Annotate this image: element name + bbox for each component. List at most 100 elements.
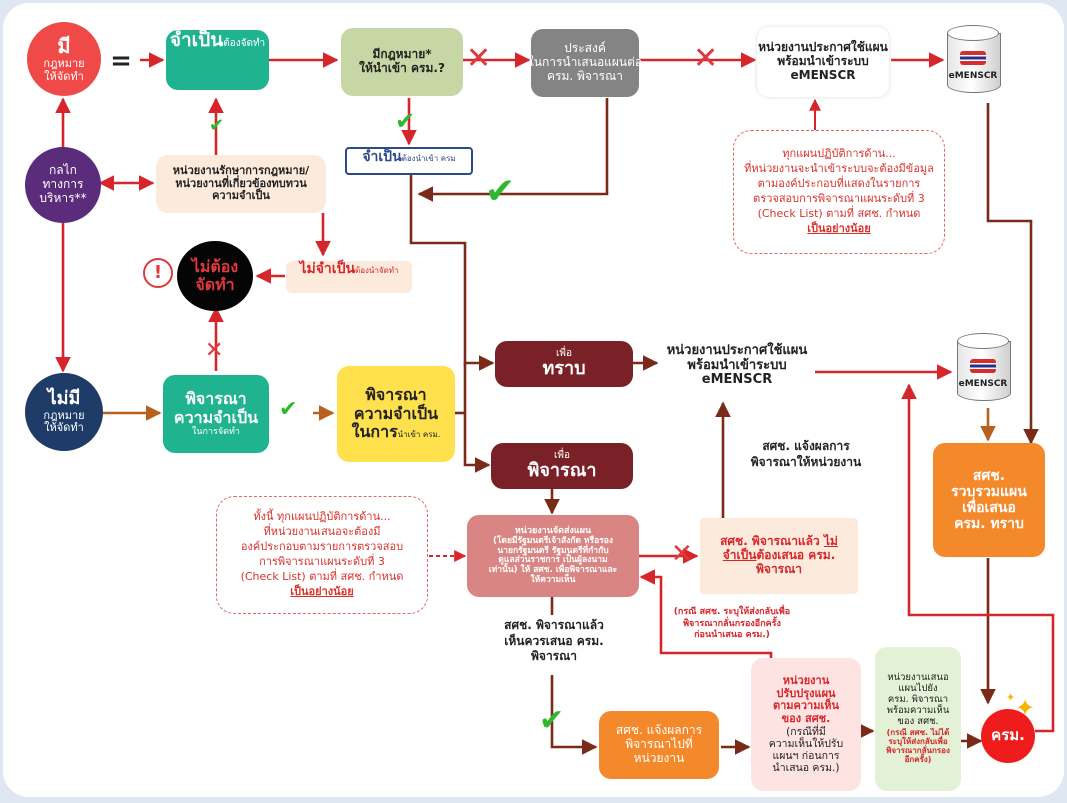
arrow-intend-return	[417, 98, 609, 202]
note-top-l5: (Check List) ตามที่ สศช. กำหนด	[757, 206, 921, 220]
note-left-l3: องค์ประกอบตามรายการตรวจสอบ	[240, 540, 404, 554]
propose-l1: หน่วยงานเสนอ	[887, 672, 949, 684]
note-left-l4: การพิจารณาแผนระดับที่ 3	[259, 555, 385, 568]
submit-plan-l3: นายกรัฐมนตรี รัฐมนตรีที่กำกับ	[497, 545, 609, 556]
law-to-cabinet-l1: มีกฎหมาย*	[372, 47, 432, 62]
announce-top-l1: หน่วยงานประกาศใช้แผน	[758, 40, 888, 55]
intend-node: ประสงค์ ในการนำเสนอแผนต่อ ครม. พิจารณา	[528, 29, 642, 97]
mechanism-l2: ทางการ	[42, 177, 84, 192]
connector-layer	[55, 52, 1055, 755]
check-icon: ✔	[485, 171, 516, 212]
not-needed-l3: พิจารณา	[756, 561, 802, 576]
note-left-l1: ทั้งนี้ ทุกแผนปฏิบัติการด้าน...	[253, 510, 391, 524]
propose-l9: อีกครั้ง)	[904, 755, 932, 765]
announce-mid-l2: พร้อมนำเข้าระบบ	[687, 357, 787, 373]
has-law-node: มี กฎหมาย ให้จัดทำ	[27, 22, 101, 96]
compile-l4: ครม. ทราบ	[954, 516, 1024, 533]
improve-node: หน่วยงาน ปรับปรุงแผน ตามความเห็น ของ สศช…	[751, 658, 861, 791]
nesdc-notify-l1: สศช. แจ้งผลการ	[762, 439, 850, 453]
necessary-cabinet-small: ต้องนำเข้า ครม	[401, 154, 456, 163]
improve-l5: (กรณีที่มี	[786, 725, 826, 738]
propose-l2: แผนไปยัง	[898, 683, 938, 695]
not-necessary-node: ไม่จำเป็น ต้องนำจัดทำ	[286, 261, 412, 293]
note-left-l6: เป็นอย่างน้อย	[290, 584, 354, 598]
should-l1: สศช. พิจารณาแล้ว	[504, 618, 604, 632]
note-top-l3: ตามองค์ประกอบที่แสดงในรายการ	[757, 177, 921, 191]
not-needed-l2b: ต้องเสนอ ครม.	[756, 548, 836, 563]
note-top-l1: ทุกแผนปฏิบัติการด้าน...	[782, 147, 896, 161]
necessary-node: จำเป็น ต้องจัดทำ	[166, 29, 269, 90]
propose-l4: พร้อมความเห็น	[886, 705, 950, 717]
warning-icon: !	[143, 258, 173, 288]
consider-need-l1: พิจารณา	[185, 389, 247, 409]
propose-l5: ของ สศช.	[897, 716, 939, 727]
database-icon: eMENSCR	[947, 25, 1001, 99]
arrow-improve-resubmit	[639, 569, 773, 661]
law-unit-l1: หน่วยงานรักษาการกฎหมาย/	[172, 164, 310, 178]
resend-l3: ก่อนนำเสนอ ครม.)	[694, 630, 770, 641]
improve-l2: ปรับปรุงแผน	[776, 686, 836, 700]
check-icon: ✔	[209, 115, 225, 136]
check-icon: ✔	[279, 397, 298, 422]
no-law-l2: กฎหมาย	[43, 408, 85, 422]
consider-cabinet-node: พิจารณา ความจำเป็น ในการนำเข้า ครม.	[337, 366, 455, 462]
necessary-big: จำเป็น	[169, 29, 224, 51]
law-unit-l2: หน่วยงานที่เกี่ยวข้องทบทวน	[175, 176, 307, 190]
arrow-should-notify	[550, 675, 598, 755]
equals-sign: =	[110, 46, 132, 76]
law-to-cabinet-node: มีกฎหมาย* ให้นำเข้า ครม.?	[341, 28, 463, 96]
propose-l7: ระบุให้ส่งกลับเพื่อ	[888, 737, 948, 747]
nesdc-not-needed-node: สศช. พิจารณาแล้ว ไม่ จำเป็นต้องเสนอ ครม.…	[700, 518, 858, 594]
for-consider-l2: พิจารณา	[527, 460, 597, 482]
nesdc-notify-unit-node: สศช. แจ้งผลการ พิจารณาไปที่ หน่วยงาน	[599, 711, 719, 779]
note-top-l4: ตรวจสอบการพิจารณาแผนระดับที่ 3	[753, 192, 925, 205]
law-to-cabinet-l2: ให้นำเข้า ครม.?	[359, 61, 445, 75]
checklist-note-top: ทุกแผนปฏิบัติการด้าน... ที่หน่วยงานจะนำเ…	[733, 130, 945, 254]
has-law-label: มี	[57, 33, 71, 58]
nesdc-should-label: สศช. พิจารณาแล้ว เห็นควรเสนอ ครม. พิจารณ…	[489, 618, 619, 665]
database-icon: eMENSCR	[957, 333, 1011, 407]
for-consider-node: เพื่อ พิจารณา	[491, 443, 633, 489]
submit-plan-l2: (โดยมีรัฐมนตรีเจ้าสังกัด หรือรอง	[492, 535, 614, 546]
check-icon: ✔	[395, 107, 416, 135]
intend-l3: ครม. พิจารณา	[546, 68, 623, 83]
announce-top-l2: พร้อมนำเข้าระบบ	[777, 54, 869, 69]
propose-l6: (กรณี สศช. ไม่ได้	[886, 727, 950, 737]
propose-l3: ครม. พิจารณา	[887, 694, 949, 706]
compile-node: สศช. รวบรวมแผน เพื่อเสนอ ครม. ทราบ	[933, 443, 1045, 557]
notify-unit-l2: พิจารณาไปที่	[625, 737, 693, 752]
submit-plan-l4: ดูแลส่วนราชการ เป็นผู้ลงนาม	[498, 555, 608, 566]
checklist-note-left: ทั้งนี้ ทุกแผนปฏิบัติการด้าน... ที่หน่วย…	[216, 496, 428, 614]
arrow-split-consider	[463, 413, 491, 473]
not-needed-l2a: จำเป็น	[722, 548, 757, 563]
note-left-l5: (Check List) ตามที่ สศช. กำหนด	[240, 569, 404, 583]
arrow-necessary-cabinet-down	[409, 175, 467, 365]
notify-unit-l1: สศช. แจ้งผลการ	[615, 723, 703, 738]
cabinet-node: ครม.	[981, 709, 1035, 763]
for-info-node: เพื่อ ทราบ	[495, 341, 633, 387]
no-law-l3: ให้จัดทำ	[44, 421, 84, 435]
necessary-small: ต้องจัดทำ	[223, 38, 266, 49]
consider-need-node: พิจารณา ความจำเป็น ในการจัดทำ	[163, 375, 269, 453]
announce-top-l3: eMENSCR	[790, 67, 856, 82]
has-law-sub2: ให้จัดทำ	[44, 69, 84, 83]
no-law-l1: ไม่มี	[47, 388, 81, 410]
sparkle-icon: ✦	[1006, 691, 1016, 704]
mechanism-l1: กลไก	[49, 163, 77, 178]
no-law-node: ไม่มี กฎหมาย ให้จัดทำ	[25, 373, 103, 451]
announce-top-node: หน่วยงานประกาศใช้แผน พร้อมนำเข้าระบบ eME…	[757, 27, 889, 97]
should-l2: เห็นควรเสนอ ครม.	[504, 633, 604, 648]
not-required-node: ไม่ต้อง จัดทำ	[177, 241, 253, 311]
law-unit-l3: ความจำเป็น	[212, 189, 270, 203]
consider-need-l3: ในการจัดทำ	[192, 427, 240, 438]
consider-cabinet-l1: พิจารณา	[365, 385, 427, 405]
resend-l1: (กรณี สศช. ระบุให้ส่งกลับเพื่อ	[673, 607, 791, 617]
mechanism-node: กลไก ทางการ บริหาร**	[25, 147, 101, 223]
consider-need-l2: ความจำเป็น	[173, 407, 259, 427]
not-required-l2: จัดทำ	[195, 275, 235, 294]
resend-l2: พิจารณากลั่นกรองอีกครั้ง	[683, 618, 781, 629]
announce-mid-l1: หน่วยงานประกาศใช้แผน	[666, 342, 808, 358]
improve-l1: หน่วยงาน	[782, 674, 830, 688]
submit-plan-l6: ให้ความเห็น	[530, 574, 576, 585]
cabinet-label: ครม.	[991, 726, 1025, 745]
